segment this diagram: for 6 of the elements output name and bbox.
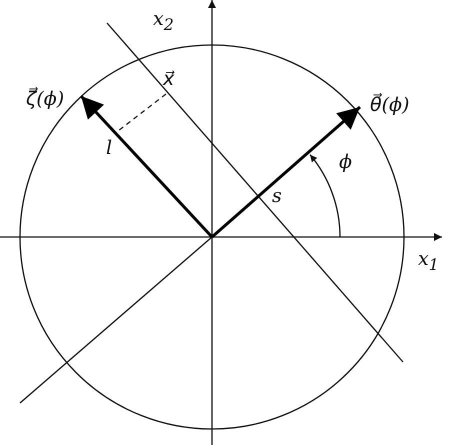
point-label: x⃗ [163, 70, 174, 89]
coordinate-label: l [106, 139, 112, 158]
angle-label: ϕ [339, 153, 352, 172]
axis-label: x$_{2}$ [153, 10, 174, 33]
axis-label: x$_{1}$ [418, 250, 439, 273]
coordinate-label: s [272, 187, 282, 206]
